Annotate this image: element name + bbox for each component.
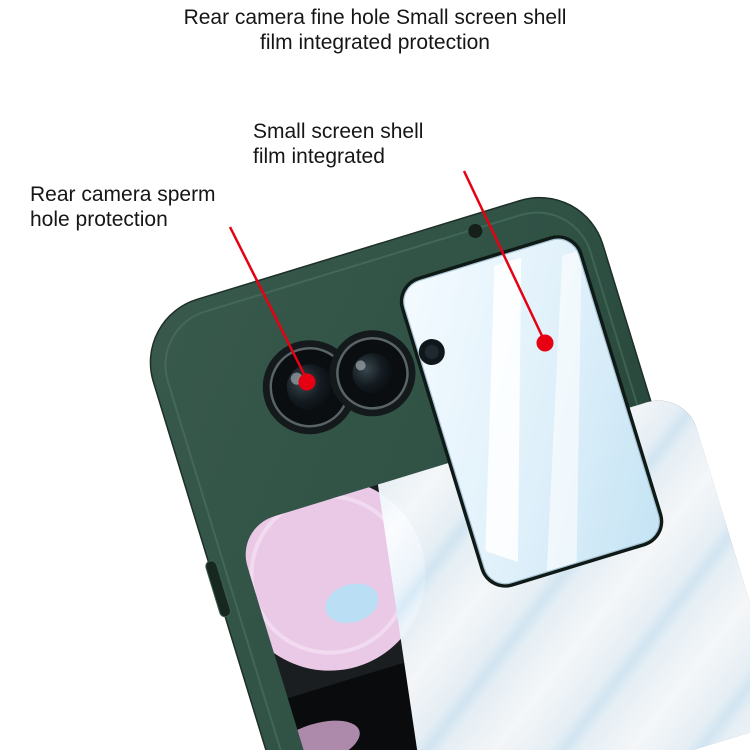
title-line-2: film integrated protection (260, 31, 490, 55)
hinge-hole (468, 223, 483, 238)
callout-dot-camera (298, 373, 316, 391)
camera-feature-label: Rear camera sperm hole protection (30, 182, 216, 232)
callout-annotations (228, 170, 554, 391)
screen-feature-label: Small screen shell film integrated (253, 119, 423, 169)
camera-label-line-2: hole protection (30, 208, 168, 232)
phone-case (149, 196, 750, 750)
cover-screen-film (399, 235, 664, 588)
screen-edge (403, 238, 660, 585)
camera-lens-2-glint (355, 360, 366, 371)
callout-dot-screen (536, 334, 554, 352)
screen-reflections (485, 249, 582, 580)
camera-label-line-1: Rear camera sperm (30, 183, 216, 206)
callout-line-screen (462, 170, 545, 339)
flash-inner (424, 345, 439, 360)
screen-label-line-2: film integrated (253, 145, 385, 169)
title-line-1: Rear camera fine hole Small screen shell (183, 6, 567, 29)
reflection-streak-1 (485, 257, 522, 562)
inner-phone-pink (235, 478, 426, 671)
side-button (205, 560, 232, 618)
screen-label-line-1: Small screen shell (253, 120, 424, 143)
callout-line-camera (228, 226, 308, 379)
film-highlight-ellipse (325, 583, 379, 624)
reflection-streak-2 (546, 249, 582, 580)
page-title: Rear camera fine hole Small screen shell… (0, 5, 750, 55)
screen-glass (403, 239, 660, 584)
